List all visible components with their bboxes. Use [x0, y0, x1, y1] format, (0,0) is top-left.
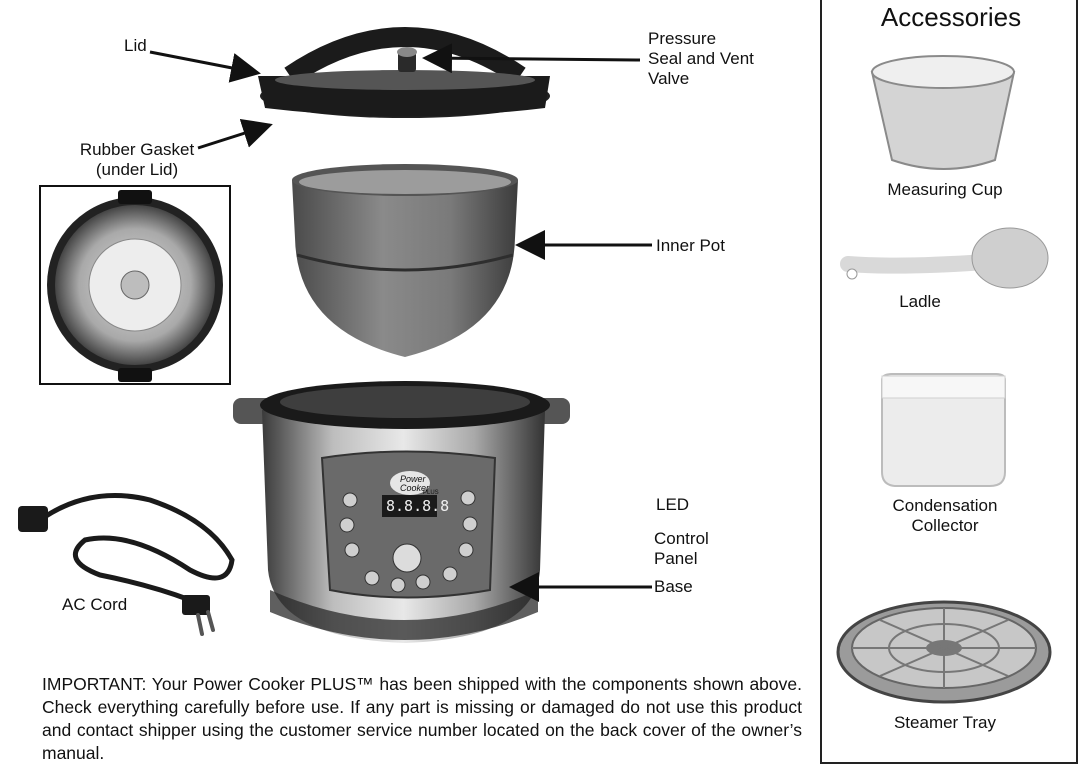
condensation-collector-label: Condensation Collector [822, 496, 1068, 536]
control-panel-line-1: Control [654, 529, 709, 548]
measuring-cup-label: Measuring Cup [887, 180, 1003, 199]
brand-plus: PLUS [423, 490, 439, 496]
measuring-cup-image [870, 55, 1016, 170]
ladle-image [840, 227, 1049, 289]
brand-word-1: Power [400, 474, 426, 484]
lid-arrow [149, 50, 261, 83]
pressure-valve-line-2: Seal and Vent [648, 49, 754, 68]
lid-image [258, 27, 550, 118]
lid-label: Lid [124, 36, 147, 55]
pressure-valve-line-1: Pressure [648, 29, 717, 48]
ladle-label: Ladle [899, 292, 941, 311]
pressure-valve-label: Pressure Seal and Vent Valve [648, 29, 754, 89]
gasket-frame [39, 185, 231, 385]
brand-word-2: Cooker [400, 483, 430, 493]
gasket-line-1: Rubber Gasket [79, 140, 195, 159]
steamer-tray-image [836, 600, 1052, 704]
led-display-text: 8.8.8.8 [386, 497, 450, 515]
condensation-line-1: Condensation [892, 496, 998, 515]
important-notice: IMPORTANT: Your Power Cooker PLUS™ has b… [42, 674, 802, 763]
ac-cord-label: AC Cord [62, 595, 128, 614]
rubber-gasket-label: Rubber Gasket (under Lid) [62, 140, 212, 180]
valve-arrow [422, 43, 641, 74]
inner-pot-label: Inner Pot [656, 236, 725, 255]
inner-pot-image [292, 164, 518, 357]
control-panel-line-2: Panel [654, 549, 698, 568]
gasket-line-2: (under Lid) [95, 160, 179, 179]
base-label: Base [654, 577, 693, 596]
base-image [233, 381, 570, 643]
gasket-arrow [197, 118, 273, 150]
control-panel-label: Control Panel [654, 529, 709, 569]
pressure-valve-line-3: Valve [648, 69, 690, 88]
condensation-collector-image [881, 373, 1006, 487]
ac-cord-image [18, 493, 235, 636]
brand-logo: Power Cooker [400, 475, 429, 493]
rubber-gasket-image [47, 190, 223, 382]
accessories-title: Accessories [880, 2, 1022, 32]
accessories-panel: Accessories [820, 0, 1078, 764]
led-label: LED [656, 495, 690, 514]
steamer-tray-label: Steamer Tray [893, 713, 997, 732]
condensation-line-2: Collector [911, 516, 979, 535]
